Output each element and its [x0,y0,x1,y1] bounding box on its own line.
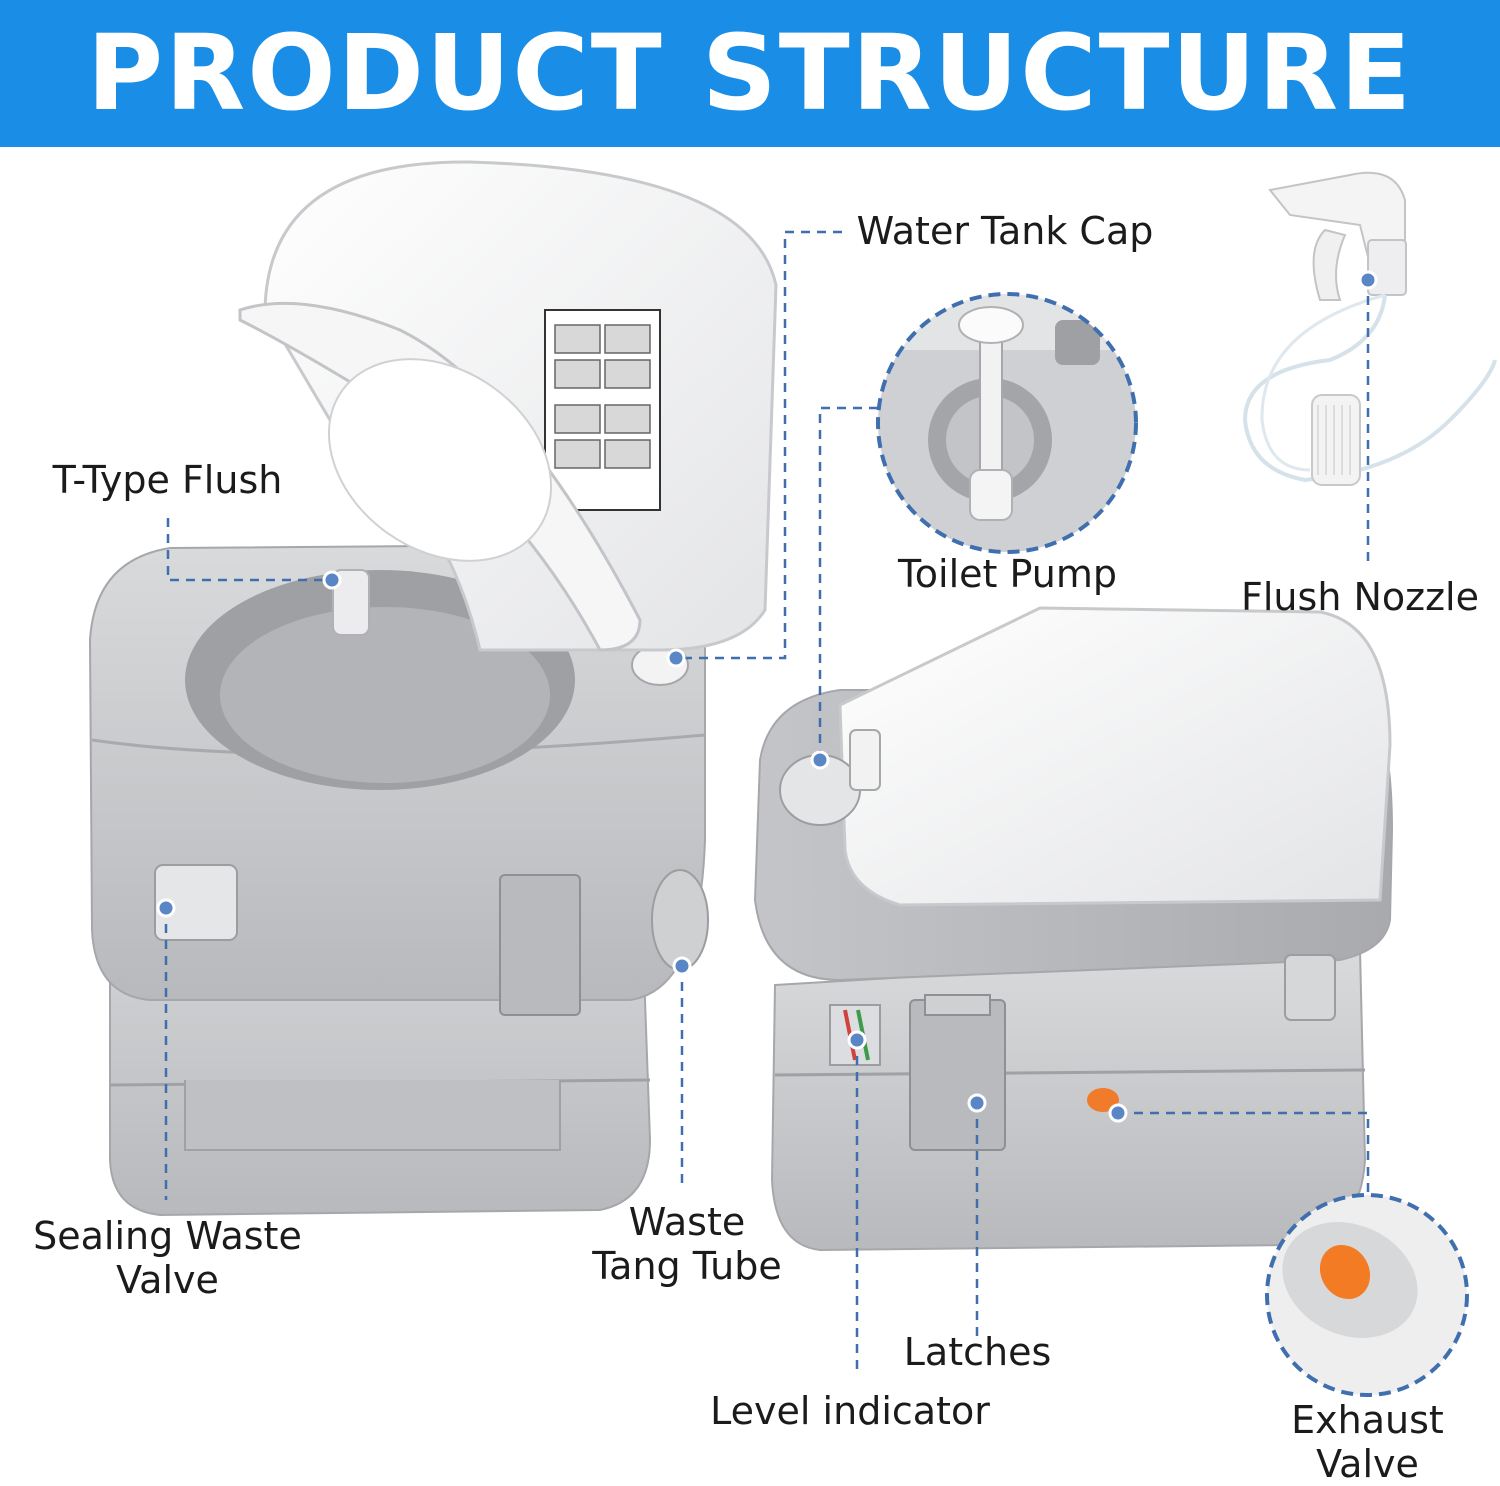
leader-water-tank-cap [678,230,842,660]
label-sealing-waste-valve-line1: Sealing Waste [33,1214,302,1258]
dot-waste-tang-tube [672,956,692,976]
dot-exhaust-valve [1108,1103,1128,1123]
leader-t-type-flush [166,518,332,582]
label-waste-tang-tube-line2: Tang Tube [592,1244,782,1288]
label-t-type-flush: T-Type Flush [52,458,283,502]
closed-toilet-unit [753,606,1394,1252]
label-waste-tang-tube-line1: Waste [628,1200,746,1244]
flush-nozzle-accessory [1242,171,1497,486]
dot-latches [967,1093,987,1113]
page-title: PRODUCT STRUCTURE [86,12,1414,134]
label-toilet-pump: Toilet Pump [898,552,1117,596]
leader-exhaust-valve [1118,1111,1370,1196]
toilet-pump-inset [876,292,1138,554]
label-level-indicator: Level indicator [710,1389,990,1433]
label-sealing-waste-valve: Sealing Waste Valve [20,1214,315,1302]
label-exhaust-valve-line1: Exhaust [1291,1398,1444,1442]
label-waste-tang-tube: Waste Tang Tube [572,1200,802,1288]
dot-water-tank-cap [666,648,686,668]
dot-toilet-pump [810,750,830,770]
callout-dots [156,270,1378,1123]
dot-sealing-waste-valve [156,898,176,918]
label-exhaust-valve: Exhaust Valve [1265,1398,1470,1486]
label-sealing-waste-valve-line2: Valve [116,1258,219,1302]
dot-t-type-flush [322,570,342,590]
dot-flush-nozzle [1358,270,1378,290]
open-toilet-unit [88,160,778,1217]
title-banner [0,0,1500,147]
label-water-tank-cap: Water Tank Cap [856,209,1154,253]
label-flush-nozzle: Flush Nozzle [1241,575,1479,619]
exhaust-valve-inset [1265,1193,1469,1397]
dot-level-indicator [847,1030,867,1050]
label-latches: Latches [903,1330,1052,1374]
leader-toilet-pump [818,406,878,760]
leader-lines [164,230,1370,1372]
label-exhaust-valve-line2: Valve [1316,1442,1419,1486]
